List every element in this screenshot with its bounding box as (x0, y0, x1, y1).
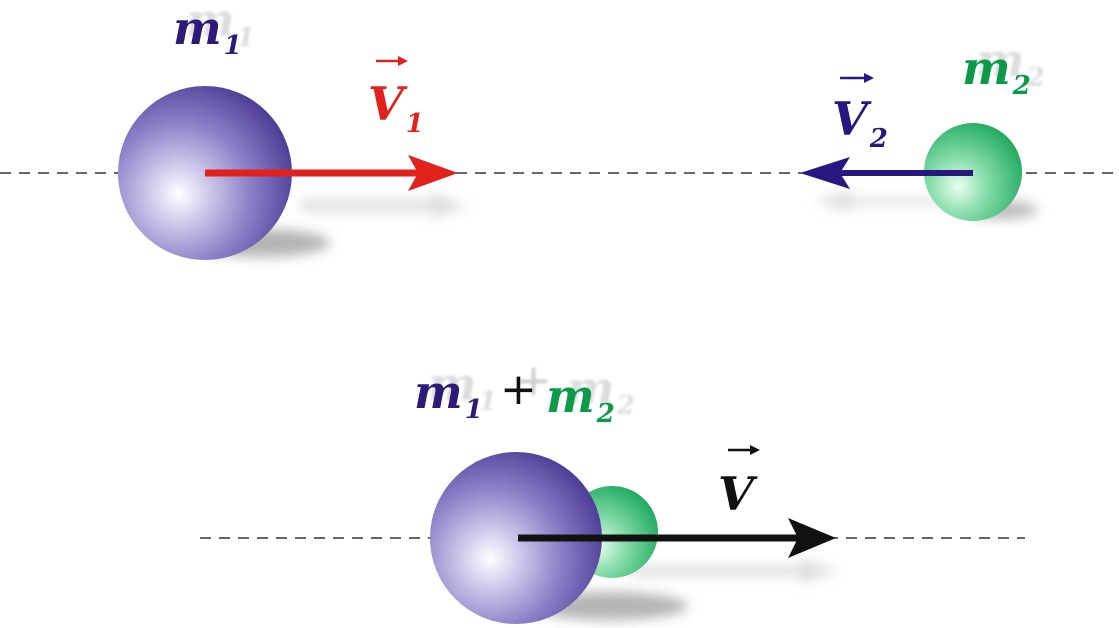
label-combined-mass: m1 + m2 m1 + m2 (414, 355, 635, 429)
svg-text:+: + (500, 364, 537, 415)
svg-text:+: + (515, 355, 552, 406)
label-v: V (718, 445, 760, 521)
svg-text:V2: V2 (832, 92, 888, 154)
svg-text:m2: m2 (976, 33, 1045, 93)
label-v2: V2 (832, 73, 888, 154)
svg-text:m2: m2 (566, 361, 635, 421)
svg-text:V: V (718, 467, 758, 521)
shadow-velocity1 (300, 192, 468, 218)
arrow-velocity2 (800, 157, 973, 189)
label-v1: V1 (368, 56, 424, 139)
svg-text:V1: V1 (368, 77, 424, 139)
svg-text:m1: m1 (414, 365, 483, 425)
label-m2: m2 m2 (962, 33, 1045, 101)
ball-mass1-merged (430, 452, 602, 624)
svg-text:m1: m1 (428, 357, 497, 417)
svg-text:m2: m2 (546, 369, 615, 429)
arrow-velocity1 (205, 155, 458, 191)
shadow-velocity2 (815, 190, 940, 211)
svg-text:m1: m1 (186, 0, 255, 53)
label-m1: m1 m1 (173, 0, 255, 61)
svg-text:m2: m2 (962, 41, 1031, 101)
svg-text:m1: m1 (173, 1, 242, 61)
arrow-velocity-combined (518, 518, 836, 558)
shadow-velocity-combined (630, 558, 838, 583)
